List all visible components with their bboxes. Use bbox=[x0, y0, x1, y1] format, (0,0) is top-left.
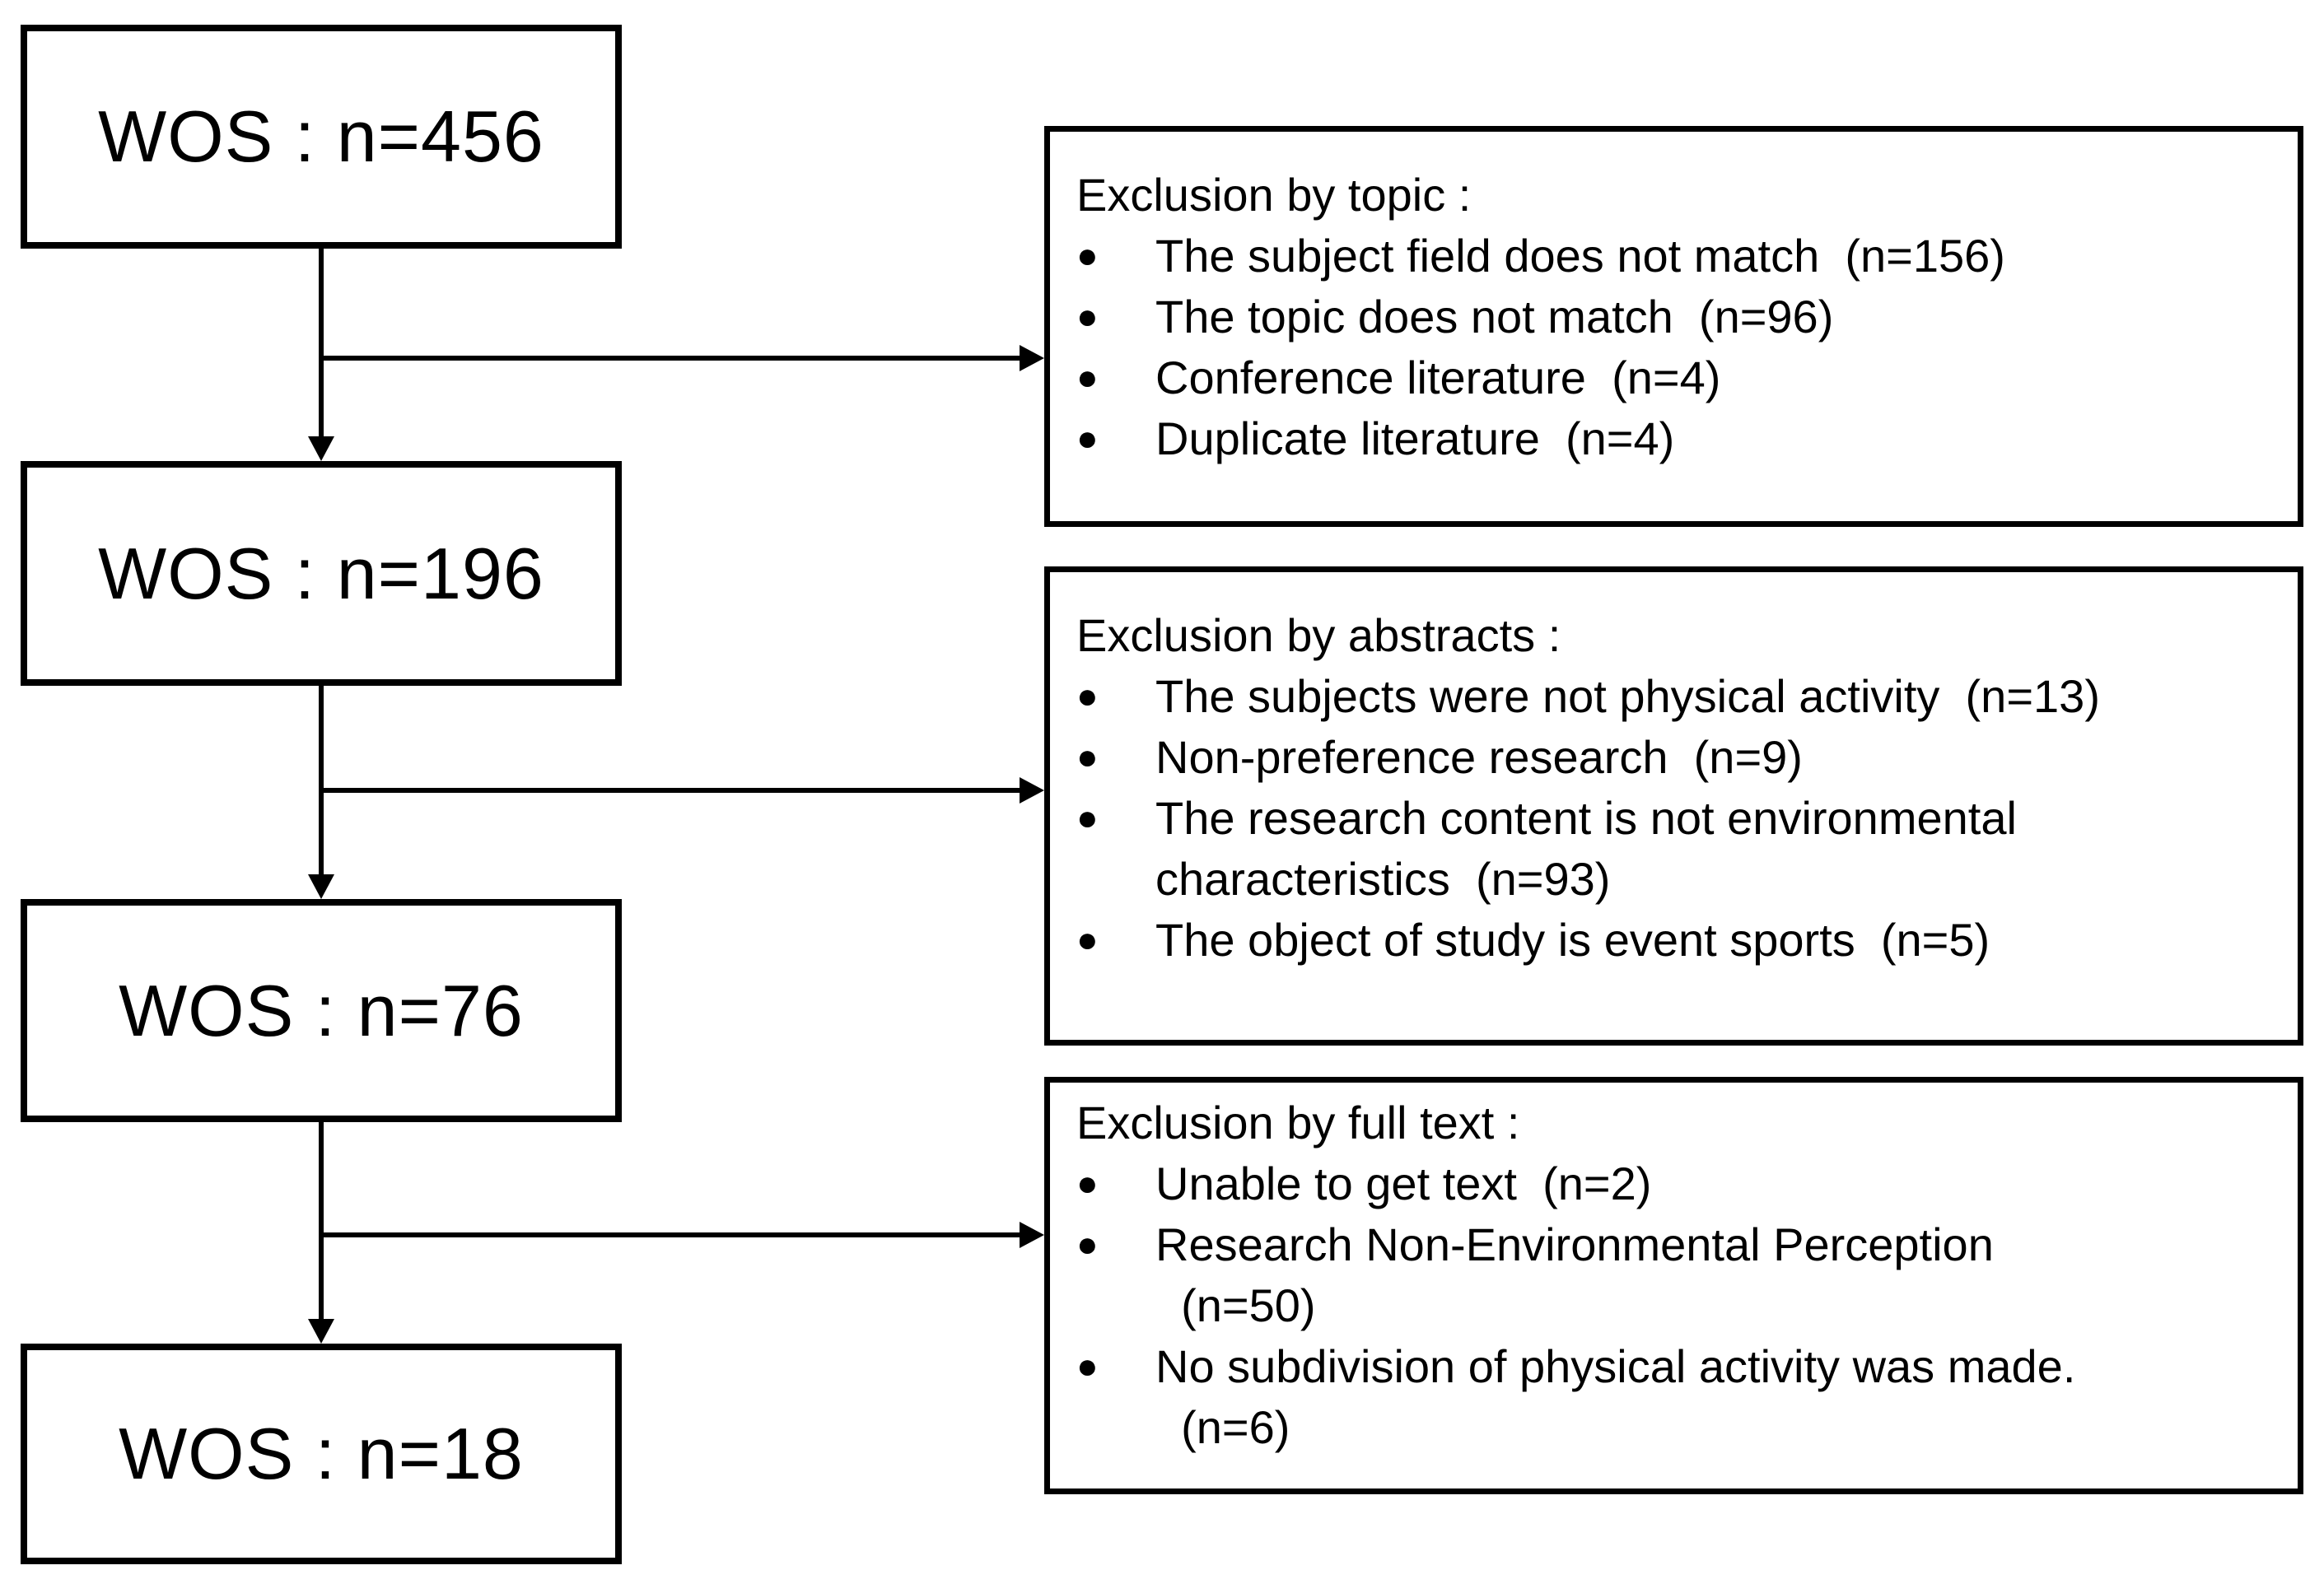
list-item-text: No subdivision of physical activity was … bbox=[1155, 1340, 2076, 1453]
exclusion-list: ● The subjects were not physical activit… bbox=[1076, 666, 2283, 971]
list-item: ● Conference literature (n=4) bbox=[1076, 347, 2283, 408]
arrowhead-down-icon bbox=[308, 1319, 334, 1344]
arrowhead-right-icon bbox=[1020, 1222, 1044, 1248]
exclusion-box-full-text: Exclusion by full text : ● Unable to get… bbox=[1044, 1077, 2303, 1494]
list-item: ● No subdivision of physical activity wa… bbox=[1076, 1336, 2283, 1458]
list-item: ● The topic does not match (n=96) bbox=[1076, 287, 2283, 347]
list-item: ● Duplicate literature (n=4) bbox=[1076, 408, 2283, 469]
arrowhead-down-icon bbox=[308, 436, 334, 461]
connector-branch-3 bbox=[321, 1232, 1020, 1237]
list-item-text: Conference literature (n=4) bbox=[1155, 352, 1721, 403]
arrowhead-down-icon bbox=[308, 874, 334, 899]
flow-box-wos-456: WOS : n=456 bbox=[21, 25, 622, 249]
arrowhead-right-icon bbox=[1020, 777, 1044, 804]
list-item-text: The subject field does not match (n=156) bbox=[1155, 230, 2005, 282]
connector-vertical-1 bbox=[319, 249, 324, 436]
list-item: ● Unable to get text (n=2) bbox=[1076, 1153, 2283, 1214]
list-item-text: Research Non-Environmental Perception (n… bbox=[1155, 1218, 1994, 1331]
bullet-icon: ● bbox=[1076, 418, 1099, 459]
list-item: ● Non-preference research (n=9) bbox=[1076, 727, 2283, 788]
flow-box-label: WOS : n=76 bbox=[119, 969, 524, 1051]
bullet-icon: ● bbox=[1076, 920, 1099, 960]
exclusion-box-title: Exclusion by abstracts : bbox=[1076, 609, 1561, 661]
exclusion-box-title: Exclusion by topic : bbox=[1076, 169, 1472, 221]
connector-branch-1 bbox=[321, 356, 1020, 361]
bullet-icon: ● bbox=[1076, 235, 1099, 276]
bullet-icon: ● bbox=[1076, 737, 1099, 777]
bullet-icon: ● bbox=[1076, 357, 1099, 398]
list-item-text: The object of study is event sports (n=5… bbox=[1155, 914, 1990, 966]
arrowhead-right-icon bbox=[1020, 345, 1044, 371]
exclusion-list: ● The subject field does not match (n=15… bbox=[1076, 226, 2283, 469]
flow-box-wos-18: WOS : n=18 bbox=[21, 1344, 622, 1564]
exclusion-box-abstracts: Exclusion by abstracts : ● The subjects … bbox=[1044, 566, 2303, 1046]
list-item: ● The subject field does not match (n=15… bbox=[1076, 226, 2283, 287]
list-item-text: The topic does not match (n=96) bbox=[1155, 291, 1834, 342]
flow-box-wos-76: WOS : n=76 bbox=[21, 899, 622, 1122]
list-item-text: Duplicate literature (n=4) bbox=[1155, 412, 1675, 464]
flow-box-label: WOS : n=456 bbox=[98, 96, 544, 177]
list-item: ● The subjects were not physical activit… bbox=[1076, 666, 2283, 727]
bullet-icon: ● bbox=[1076, 676, 1099, 716]
flow-box-label: WOS : n=196 bbox=[98, 532, 544, 614]
list-item: ● Research Non-Environmental Perception … bbox=[1076, 1214, 2283, 1336]
exclusion-box-topic: Exclusion by topic : ● The subject field… bbox=[1044, 126, 2303, 527]
bullet-icon: ● bbox=[1076, 296, 1099, 337]
bullet-icon: ● bbox=[1076, 1224, 1099, 1265]
bullet-icon: ● bbox=[1076, 798, 1099, 838]
connector-branch-2 bbox=[321, 788, 1020, 793]
list-item-text: The research content is not environmenta… bbox=[1155, 792, 2017, 905]
flow-box-wos-196: WOS : n=196 bbox=[21, 461, 622, 686]
list-item-text: Non-preference research (n=9) bbox=[1155, 731, 1803, 783]
connector-vertical-3 bbox=[319, 1122, 324, 1319]
exclusion-box-title: Exclusion by full text : bbox=[1076, 1097, 1520, 1148]
connector-vertical-2 bbox=[319, 686, 324, 874]
flow-box-label: WOS : n=18 bbox=[119, 1413, 524, 1494]
list-item-text: The subjects were not physical activity … bbox=[1155, 670, 2100, 722]
list-item: ● The object of study is event sports (n… bbox=[1076, 910, 2283, 971]
bullet-icon: ● bbox=[1076, 1346, 1099, 1386]
exclusion-list: ● Unable to get text (n=2) ● Research No… bbox=[1076, 1153, 2283, 1458]
bullet-icon: ● bbox=[1076, 1163, 1099, 1204]
list-item: ● The research content is not environmen… bbox=[1076, 788, 2283, 910]
list-item-text: Unable to get text (n=2) bbox=[1155, 1158, 1652, 1209]
